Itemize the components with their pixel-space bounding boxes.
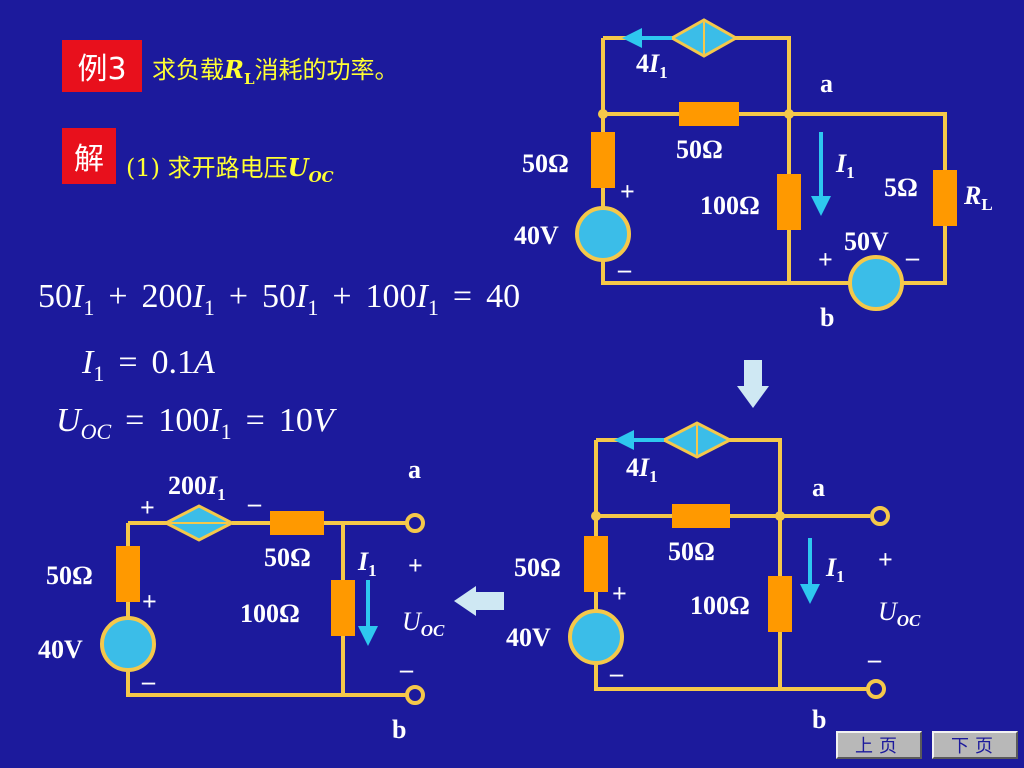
next-page-button[interactable]: 下页 <box>932 731 1018 759</box>
uoc-minus-sign: – <box>867 645 882 674</box>
resistor-mid-label: 100Ω <box>700 191 760 220</box>
vcvs-plus-sign: + <box>140 493 155 522</box>
step-prefix: (1) 求开路电压 <box>126 154 288 182</box>
resistor-left <box>591 132 615 188</box>
solution-tag: 解 <box>62 128 116 184</box>
resistor-left-label: 50Ω <box>46 561 93 590</box>
uoc-label: UOC <box>402 607 445 640</box>
step-var-sub: OC <box>308 167 334 186</box>
vcvs-minus-sign: – <box>247 489 262 518</box>
node-b-label: b <box>812 705 826 734</box>
resistor-load <box>933 170 957 226</box>
node-a-label: a <box>820 69 833 98</box>
problem-suffix: 消耗的功率。 <box>254 56 399 84</box>
plus-sign: + <box>612 579 627 608</box>
plus-sign: + <box>142 587 157 616</box>
equation-uoc: UOC=100I1=10V <box>56 402 334 444</box>
down-arrow-icon <box>737 360 769 408</box>
load-label: RL <box>963 181 993 214</box>
resistor-left-label: 50Ω <box>514 553 561 582</box>
source-left-label: 40V <box>514 221 559 250</box>
prev-page-button[interactable]: 上页 <box>836 731 922 759</box>
equation-current: I1=0.1A <box>82 344 215 386</box>
voltage-source-right <box>848 255 904 311</box>
dependent-source <box>668 18 740 58</box>
resistor-top <box>679 102 739 126</box>
controlled-voltage-source <box>162 504 236 542</box>
plus-sign: + <box>818 245 833 274</box>
current-label: I1 <box>825 553 845 586</box>
resistor-top-label: 50Ω <box>668 537 715 566</box>
voltage-source-left <box>100 616 156 672</box>
junction <box>598 109 608 119</box>
resistor-load-label: 5Ω <box>884 173 918 202</box>
uoc-label: UOC <box>878 597 921 630</box>
vcvs-label: 200I1 <box>168 471 226 504</box>
resistor-mid <box>768 576 792 632</box>
dep-source-label: 4I1 <box>626 453 658 486</box>
circuit-equiv <box>126 521 415 697</box>
junction <box>775 511 785 521</box>
current-label: I1 <box>835 149 855 182</box>
terminal-b <box>866 679 886 699</box>
current-label: I1 <box>357 547 377 580</box>
minus-sign: – <box>141 667 156 696</box>
step-var: U <box>287 153 309 182</box>
node-a-label: a <box>812 473 825 502</box>
resistor-top-label: 50Ω <box>264 543 311 572</box>
terminal-a <box>870 506 890 526</box>
resistor-top <box>270 511 324 535</box>
node-b-label: b <box>820 303 834 332</box>
resistor-top-label: 50Ω <box>676 135 723 164</box>
resistor-mid-label: 100Ω <box>690 591 750 620</box>
node-a-label: a <box>408 455 421 484</box>
uoc-minus-sign: – <box>399 655 414 684</box>
problem-prefix: 求负载 <box>152 56 224 84</box>
resistor-top <box>672 504 730 528</box>
circuit-open <box>594 438 870 691</box>
step-heading: (1) 求开路电压UOC <box>126 148 334 186</box>
uoc-plus-sign: + <box>408 551 423 580</box>
plus-sign: + <box>620 177 635 206</box>
voltage-source-left <box>575 206 631 262</box>
junction <box>784 109 794 119</box>
problem-var: R <box>224 55 244 84</box>
voltage-source-left <box>568 609 624 665</box>
wire <box>594 438 870 691</box>
example-tag: 例3 <box>62 40 142 92</box>
problem-statement: 求负载RL消耗的功率。 <box>152 50 399 88</box>
source-right-label: 50V <box>844 227 889 256</box>
resistor-mid-label: 100Ω <box>240 599 300 628</box>
equation-kvl: 50I1+200I1+50I1+100I1=40 <box>38 278 521 320</box>
uoc-plus-sign: + <box>878 545 893 574</box>
minus-sign: – <box>905 243 920 272</box>
junction <box>591 511 601 521</box>
resistor-mid <box>331 580 355 636</box>
resistor-left <box>116 546 140 602</box>
left-arrow-icon <box>454 586 504 616</box>
source-left-label: 40V <box>38 635 83 664</box>
source-left-label: 40V <box>506 623 551 652</box>
wire <box>126 521 415 697</box>
terminal-b <box>405 685 425 705</box>
dep-source-label: 4I1 <box>636 49 668 82</box>
resistor-left <box>584 536 608 592</box>
node-b-label: b <box>392 715 406 744</box>
resistor-mid <box>777 174 801 230</box>
minus-sign: – <box>609 659 624 688</box>
terminal-a <box>405 513 425 533</box>
problem-var-sub: L <box>243 69 255 88</box>
dependent-source <box>660 421 734 459</box>
resistor-left-label: 50Ω <box>522 149 569 178</box>
minus-sign: – <box>617 255 632 284</box>
